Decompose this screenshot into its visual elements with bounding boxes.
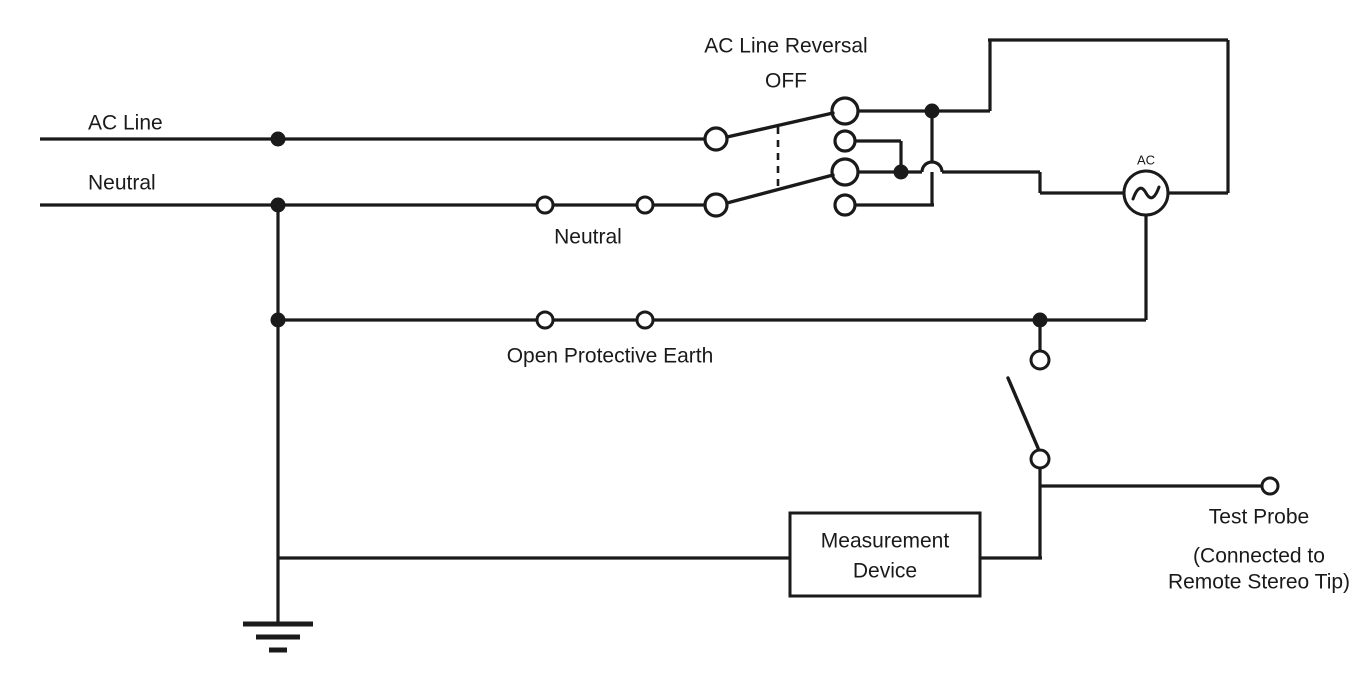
probe-switch-terminal-bottom[interactable] [1029, 448, 1051, 470]
earth-jumper-terminal-right[interactable] [635, 310, 655, 330]
label-open-protective-earth: Open Protective Earth [507, 345, 714, 368]
test-probe-tip-terminal[interactable] [1260, 476, 1280, 496]
ac-source-symbol [1122, 169, 1170, 217]
switch-contact2-wiring [855, 139, 903, 172]
switch-contact1-wiring [858, 38, 1230, 195]
reversal-switch-pole-line-terminal[interactable] [703, 126, 729, 152]
neutral-jumper-terminal-right[interactable] [635, 195, 655, 215]
label-test-probe-note-line2: Remote Stereo Tip) [1168, 571, 1350, 594]
reversal-switch-contact-2[interactable] [833, 129, 857, 153]
ground-bus-conductor [276, 205, 790, 622]
label-neutral-switch: Neutral [554, 226, 622, 249]
reversal-switch-contact-3[interactable] [830, 157, 860, 187]
label-measurement-device-line2: Device [853, 560, 917, 583]
probe-switch-lever[interactable] [1006, 376, 1040, 450]
label-ac-line: AC Line [88, 112, 163, 135]
label-test-probe-note-line1: (Connected to [1193, 545, 1325, 568]
ac-line-junction-dot [270, 131, 286, 147]
reversal-switch-contact-1[interactable] [830, 96, 860, 126]
earth-ground-icon [243, 621, 313, 653]
label-switch-title-line1: AC Line Reversal [704, 35, 867, 58]
probe-output-wiring [1038, 468, 1262, 558]
probe-switch-terminal-top[interactable] [1029, 349, 1051, 371]
label-ac-source: AC [1137, 152, 1155, 167]
earth-jumper-terminal-left[interactable] [535, 310, 555, 330]
label-measurement-device-line1: Measurement [821, 530, 950, 553]
reversal-switch-lever-line[interactable] [725, 111, 835, 139]
switch-contact3-wiring [858, 160, 1124, 195]
earth-probe-junction-dot [1032, 312, 1048, 328]
neutral-jumper-terminal-left[interactable] [535, 195, 555, 215]
measurement-device-box[interactable] [788, 511, 982, 598]
label-neutral-source: Neutral [88, 172, 156, 195]
label-switch-title-line2: OFF [765, 70, 807, 93]
label-test-probe: Test Probe [1209, 506, 1309, 529]
reversal-switch-contact-4[interactable] [833, 193, 857, 217]
reversal-switch-pole-neutral-terminal[interactable] [703, 192, 729, 218]
reversal-switch-lever-neutral[interactable] [725, 173, 835, 205]
